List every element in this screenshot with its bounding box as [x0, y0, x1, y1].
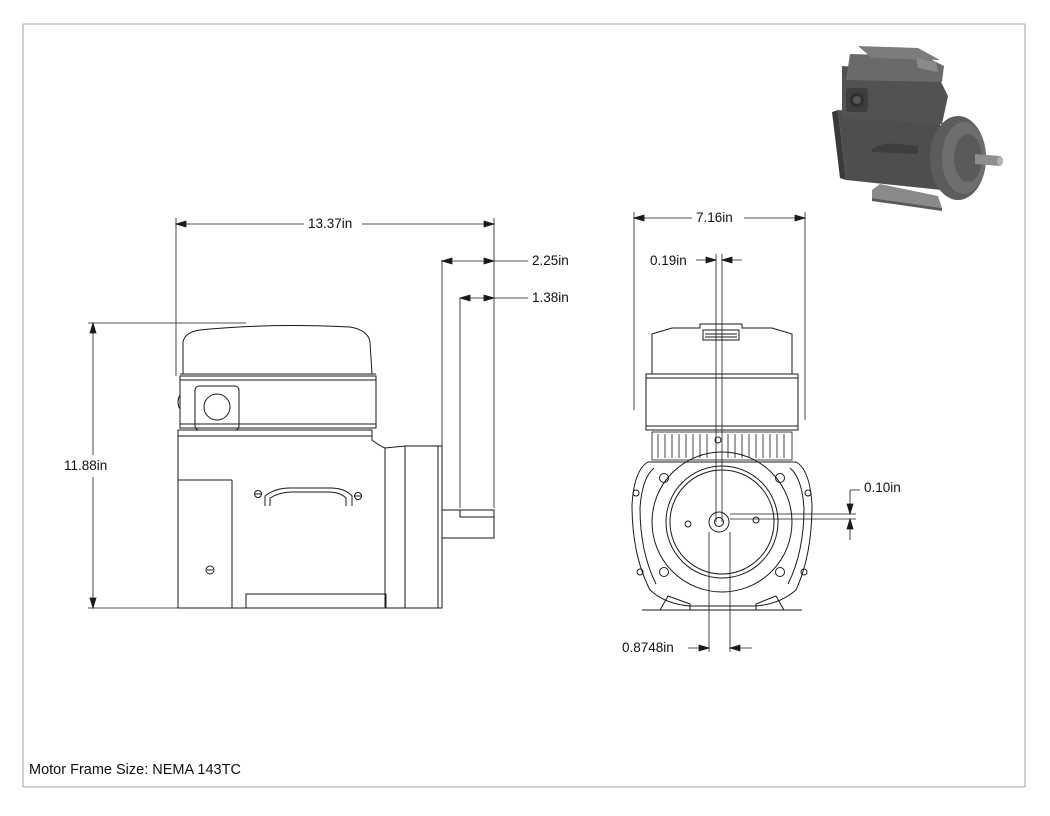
front-shaft: [708, 511, 730, 533]
motor-frame-size-caption: Motor Frame Size: NEMA 143TC: [29, 762, 241, 778]
overall-length-label: 13.37in: [306, 216, 355, 232]
side-base-foot: [245, 593, 387, 609]
front-view-dimension-lines: [632, 212, 860, 652]
side-end-bell: [384, 445, 406, 609]
overall-height-label: 11.88in: [62, 458, 110, 474]
shaft-key-length-label: 1.38in: [530, 290, 571, 306]
side-shaft-key: [459, 509, 495, 518]
side-switch-plate: [194, 385, 240, 431]
shaft-length-label: 2.25in: [530, 253, 571, 269]
front-bolt-holes: [659, 436, 785, 577]
front-base-bracket: [642, 595, 802, 611]
overall-width-label: 7.16in: [694, 210, 735, 226]
side-control-box: [179, 375, 377, 429]
side-face-plate: [404, 445, 443, 609]
front-top-cover: [651, 323, 793, 375]
side-lower-housing: [177, 429, 386, 609]
motor-isometric-render: [832, 46, 1003, 211]
shaft-diameter-label: 0.8748in: [620, 640, 676, 656]
side-switch-knob: [203, 393, 231, 421]
side-view-dimension-lines: [88, 218, 528, 610]
side-conduit-opening: [264, 487, 353, 506]
shaft-offset-label: 0.10in: [862, 480, 903, 496]
key-width-label: 0.19in: [648, 253, 689, 269]
side-shaft: [441, 509, 495, 539]
side-top-cover: [182, 325, 373, 375]
sheet-border: [22, 23, 1026, 788]
motor-side-view: [177, 325, 495, 609]
